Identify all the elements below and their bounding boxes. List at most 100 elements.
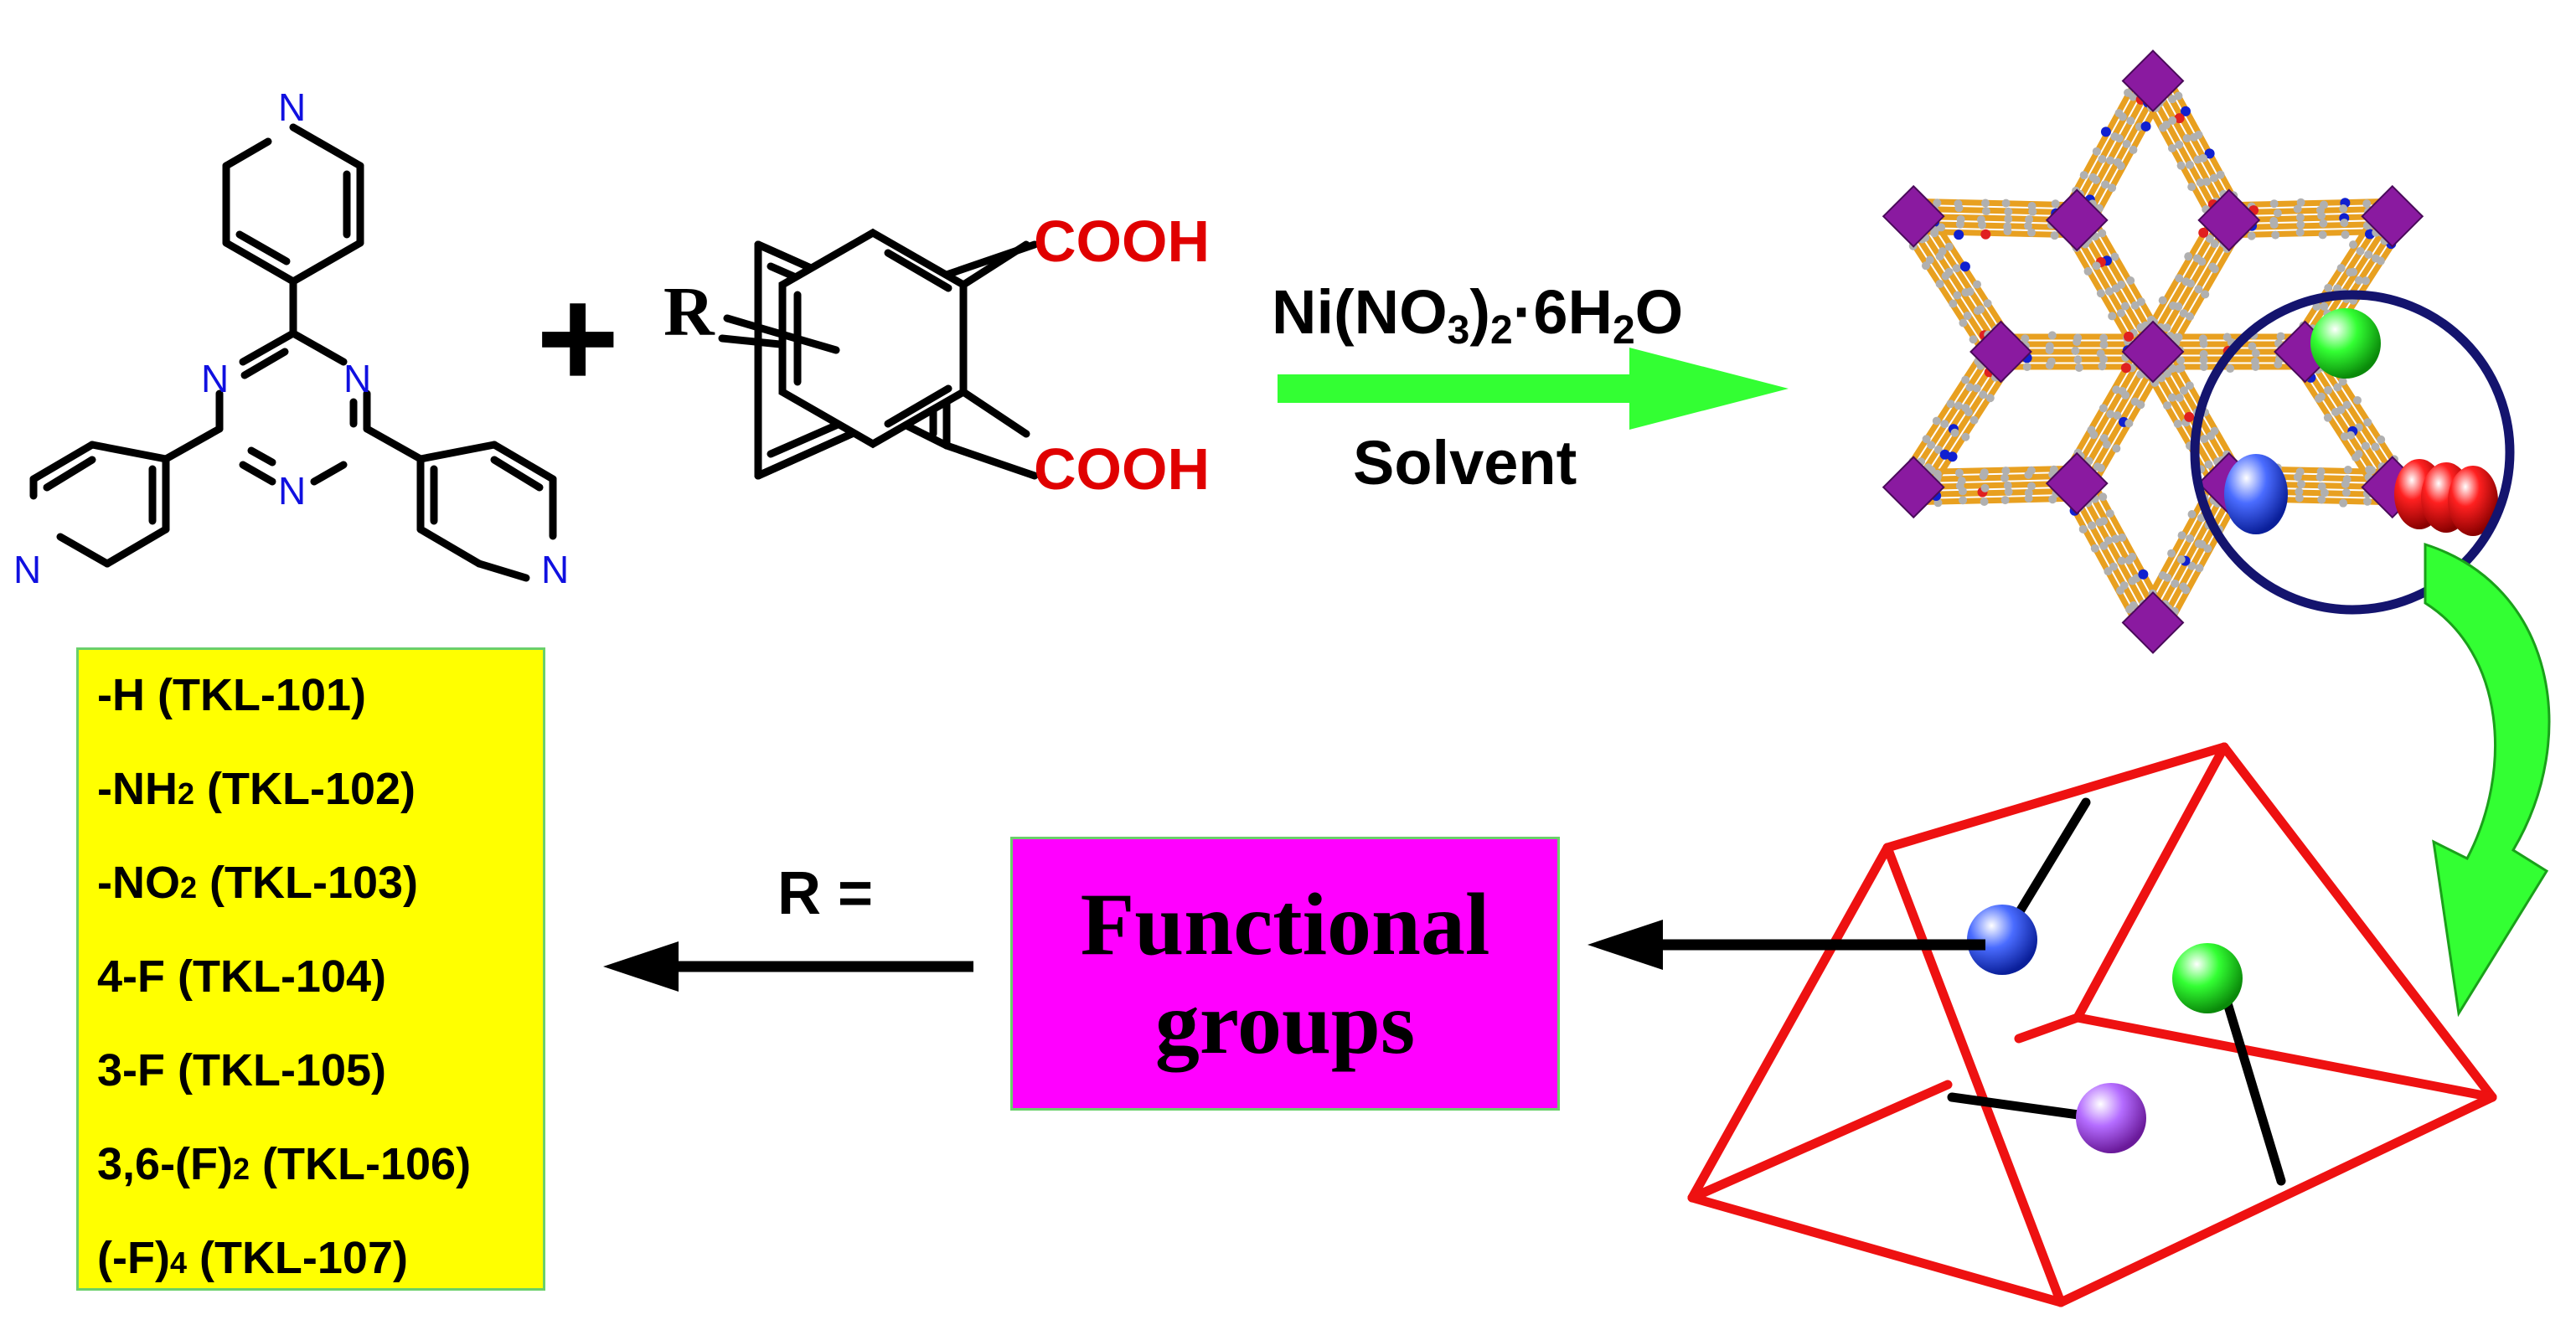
mof-atom — [2293, 204, 2302, 214]
mof-atom — [2102, 440, 2111, 449]
r-list-item: -H (TKL-101) — [97, 670, 366, 720]
mof-atom — [2111, 534, 2120, 544]
mof-atom — [1972, 384, 1981, 393]
mof-atom — [2098, 492, 2108, 502]
mof-atom — [2024, 488, 2033, 498]
mof-atom — [1937, 223, 1946, 232]
mof-atom — [2138, 569, 2149, 580]
mof-atom — [2312, 302, 2321, 311]
mof-atom — [2351, 453, 2361, 462]
mof-atom — [2168, 95, 2177, 104]
mof-atom — [2175, 140, 2184, 149]
r-substituent-list: -H (TKL-101) -NH2 (TKL-102) -NO2 (TKL-10… — [76, 647, 545, 1291]
mof-atom — [2110, 252, 2119, 261]
green-functional-group — [2172, 943, 2243, 1013]
mof-metal-polyhedron — [2121, 49, 2185, 113]
mof-atom — [2182, 134, 2191, 143]
prism-cage — [1687, 742, 2497, 1307]
mof-atom — [1935, 279, 1944, 288]
mof-atom — [2314, 394, 2323, 403]
mof-atom — [2296, 220, 2305, 229]
mof-strut — [1898, 342, 1991, 481]
mof-atom — [1981, 207, 1990, 216]
mof-atom — [2003, 227, 2012, 236]
mof-atom — [2158, 571, 2167, 580]
mof-atom — [2205, 234, 2214, 243]
mof-atom — [1969, 335, 1978, 344]
mof-atom — [2096, 463, 2105, 472]
mof-atom — [2104, 536, 2113, 545]
mof-atom — [2356, 246, 2365, 255]
mof-atom — [2333, 284, 2342, 293]
mof-atom — [2333, 383, 2342, 392]
mof-atom — [2090, 544, 2099, 553]
mof-metal-polyhedron — [1882, 184, 1945, 248]
mof-atom — [2004, 207, 2013, 216]
mof-atom — [2190, 132, 2199, 142]
mof-atom — [2099, 434, 2109, 443]
mof-atom — [1944, 267, 1954, 276]
mof-atom — [2105, 509, 2114, 518]
mof-atom — [1981, 198, 1990, 208]
mof-atom — [2319, 219, 2328, 228]
blue-guest — [2224, 454, 2288, 534]
mof-atom — [2210, 240, 2219, 249]
mof-atom — [2317, 211, 2326, 220]
mof-atom — [2129, 92, 2138, 101]
mof-atom — [2338, 377, 2347, 386]
mof-atom — [2022, 362, 2031, 371]
mof-atom — [2027, 482, 2037, 491]
mof-atom — [2117, 556, 2126, 565]
mof-atom — [2276, 332, 2285, 341]
mof-atom — [1965, 287, 1975, 296]
mof-atom — [2198, 227, 2209, 238]
mof-atom — [2377, 435, 2386, 444]
mof-atom — [2362, 497, 2372, 506]
mof-atom — [2204, 148, 2215, 159]
mof-atom — [2176, 554, 2186, 564]
mof-atom — [2096, 289, 2105, 298]
cooh-top: COOH — [1034, 209, 1210, 274]
mof-atom — [2181, 106, 2191, 116]
functional-groups-line-2: groups — [1154, 973, 1416, 1072]
mof-atom — [2367, 466, 2376, 475]
mof-strut — [2289, 358, 2382, 498]
mof-atom — [1980, 497, 1989, 506]
mof-atom — [2295, 493, 2304, 503]
mof-atom — [2185, 160, 2194, 169]
mof-metal-polyhedron — [1969, 320, 2032, 384]
mof-atom — [2126, 116, 2135, 126]
mof-metal-polyhedron — [2045, 451, 2109, 515]
r-list-item: 3-F (TKL-105) — [97, 1045, 387, 1096]
solvent-label: Solvent — [1353, 428, 1577, 498]
mof-atom — [1954, 401, 1963, 410]
mof-atom — [2121, 390, 2130, 400]
mof-atom — [2001, 198, 2011, 208]
mof-atom — [1957, 477, 1966, 486]
mof-atom — [2108, 312, 2117, 321]
mof-atom — [2273, 209, 2282, 218]
mof-metal-polyhedron — [2045, 188, 2109, 252]
mof-atom — [2000, 473, 2010, 482]
mof-atom — [1955, 219, 1964, 229]
mof-atom — [2216, 170, 2225, 179]
mof-atom — [2295, 467, 2305, 477]
blue-functional-group — [1967, 905, 2037, 975]
mof-atom — [1946, 400, 1955, 409]
triazine-ligand — [29, 123, 557, 582]
mof-atom — [2324, 385, 2333, 394]
mof-atom — [2199, 355, 2208, 364]
mof-atom — [1969, 415, 1979, 425]
mof-atom — [1979, 390, 1988, 400]
mof-atom — [2348, 240, 2357, 250]
mof-atom — [2187, 183, 2197, 192]
mof-atom — [2251, 348, 2260, 358]
pore-highlight-ring — [2190, 290, 2515, 615]
mof-atom — [2108, 183, 2117, 193]
mof-strut — [2144, 478, 2225, 621]
mof-atom — [2129, 145, 2138, 154]
mof-atom — [2050, 231, 2059, 240]
mof-atom — [2176, 161, 2186, 170]
mof-atom — [2106, 156, 2115, 165]
mof-atom — [1954, 229, 1964, 240]
